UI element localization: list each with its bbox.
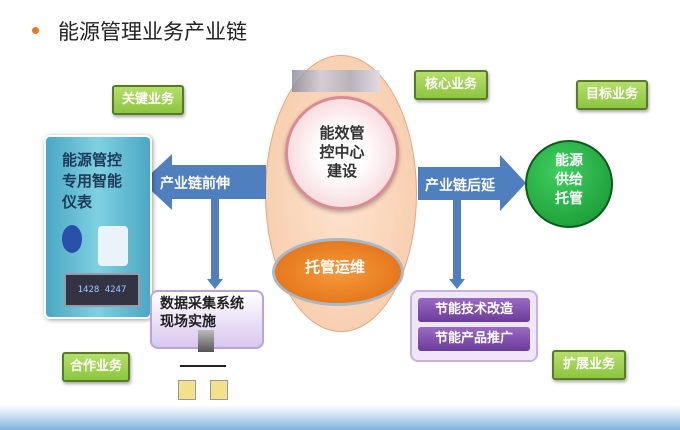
screens-image — [292, 70, 380, 92]
bottom-wave — [0, 405, 680, 430]
tag-target-business: 目标业务 — [576, 80, 648, 110]
tag-key-business: 关键业务 — [112, 85, 184, 115]
scroll-line: 仪表 — [62, 193, 93, 211]
title-bullet — [32, 27, 39, 34]
arrow-backward-head — [500, 155, 526, 211]
arrow-down-right-head — [449, 279, 465, 289]
scroll-line: 专用智能 — [62, 172, 123, 190]
ops-ellipse — [272, 238, 404, 306]
bar-product-promotion: 节能产品推广 — [418, 327, 530, 351]
device-icon — [210, 380, 228, 400]
device-icon — [178, 380, 196, 400]
page-title: 能源管理业务产业链 — [58, 20, 247, 44]
arrow-down-left — [211, 199, 219, 279]
scroll-text: 能源管控 专用智能 仪表 — [62, 150, 122, 213]
tag-core-business: 核心业务 — [414, 70, 488, 100]
arrow-forward-body — [170, 165, 266, 199]
extension-box: 节能技术改造 节能产品推广 — [410, 290, 538, 362]
arrow-backward-label: 产业链后延 — [425, 178, 495, 194]
meter-display: 1428 4247 — [64, 273, 140, 307]
network-line-icon — [180, 365, 226, 367]
transmitter-image — [98, 226, 128, 266]
arrow-down-right — [453, 199, 461, 279]
data-box-text: 数据采集系统 现场实施 — [160, 295, 244, 331]
core-circle — [285, 96, 399, 210]
circle-line: 供给 — [555, 172, 583, 188]
arrow-forward-label: 产业链前伸 — [160, 176, 230, 192]
core-line: 能效管 — [319, 124, 365, 142]
data-box-line: 数据采集系统 — [160, 296, 244, 312]
bar-energy-retrofit: 节能技术改造 — [418, 298, 530, 322]
tag-partner-business: 合作业务 — [62, 352, 130, 382]
server-icon — [198, 330, 214, 352]
tag-extension-business: 扩展业务 — [552, 350, 626, 380]
energy-supply-circle — [525, 140, 613, 228]
arrow-backward-body — [418, 167, 503, 200]
circle-line: 托管 — [555, 191, 583, 207]
sensor-image — [62, 225, 82, 253]
ops-label: 托管运维 — [304, 258, 365, 276]
core-text: 能效管 控中心 建设 — [285, 124, 399, 181]
core-line: 控中心 — [319, 143, 365, 161]
data-box-line: 现场实施 — [160, 314, 216, 330]
arrow-down-left-head — [207, 279, 223, 289]
circle-line: 能源 — [555, 153, 583, 169]
core-line: 建设 — [326, 162, 357, 180]
circle-text: 能源 供给 托管 — [525, 152, 613, 209]
scroll-line: 能源管控 — [62, 151, 123, 169]
